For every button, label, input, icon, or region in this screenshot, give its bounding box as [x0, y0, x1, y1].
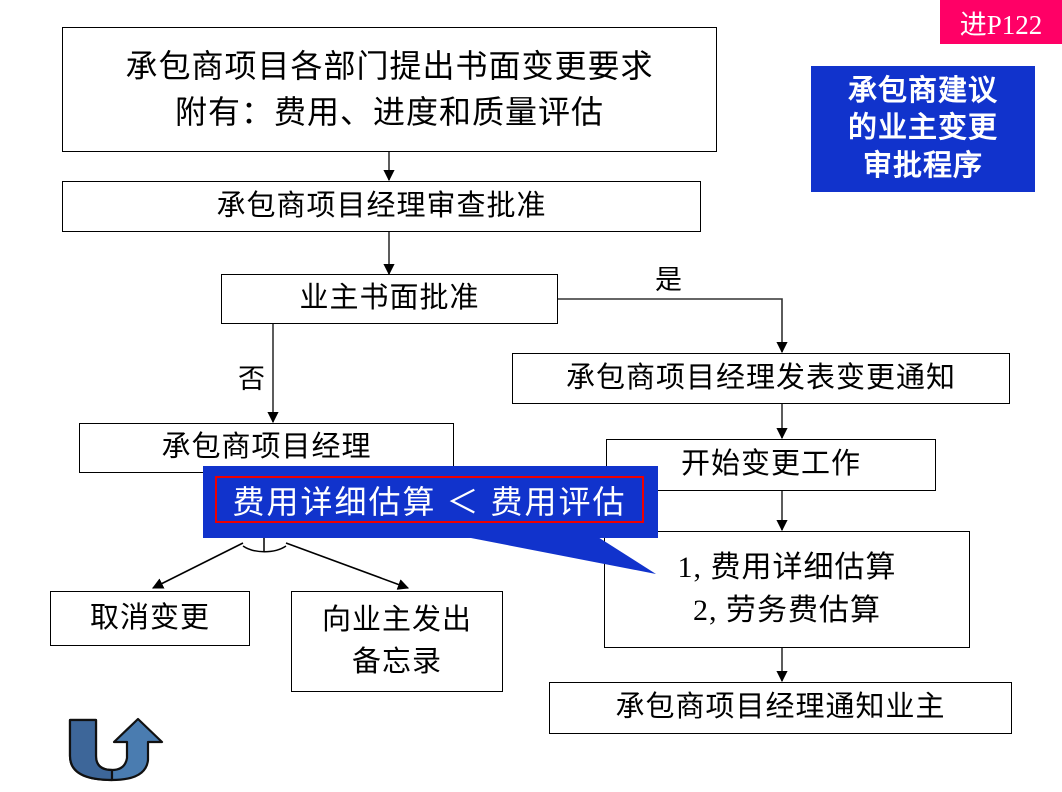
node-estimates-line-2: 2, 劳务费估算 — [693, 593, 881, 627]
node-memo-to-owner-line-1: 向业主发出 — [321, 604, 472, 637]
node-memo-to-owner: 向业主发出 备忘录 — [291, 591, 503, 692]
node-estimates: 1, 费用详细估算 2, 劳务费估算 — [604, 531, 970, 648]
node-contractor-pm: 承包商项目经理 — [79, 423, 454, 473]
edge-label-no: 否 — [238, 364, 265, 394]
u-turn-up-arrow-icon — [68, 717, 164, 782]
edge-label-yes: 是 — [655, 265, 682, 295]
node-estimates-line-1: 1, 费用详细估算 — [677, 550, 897, 584]
node-memo-to-owner-line-2: 备忘录 — [351, 645, 442, 678]
title-line-3: 审批程序 — [862, 149, 983, 182]
connector-approval-yes — [558, 298, 788, 354]
node-pm-review: 承包商项目经理审查批准 — [62, 181, 701, 232]
callout-box: 费用详细估算 ＜ 费用评估 — [203, 466, 658, 538]
page-badge: 进P122 — [940, 0, 1062, 44]
title-line-1: 承包商建议 — [847, 75, 998, 108]
connector-fan-right — [285, 542, 410, 590]
node-cancel-change: 取消变更 — [50, 591, 250, 646]
callout-text: 费用详细估算 ＜ 费用评估 — [215, 476, 644, 523]
title-box: 承包商建议 的业主变更 审批程序 — [811, 66, 1035, 192]
connector-fan-arc — [242, 545, 287, 553]
node-pm-notify-owner-line-1: 承包商项目经理通知业主 — [615, 691, 946, 724]
node-pm-review-line-1: 承包商项目经理审查批准 — [216, 189, 547, 222]
node-cancel-change-line-1: 取消变更 — [89, 601, 210, 634]
node-start-change-work: 开始变更工作 — [606, 439, 936, 491]
title-line-2: 的业主变更 — [847, 112, 998, 145]
node-owner-approval: 业主书面批准 — [221, 274, 558, 324]
node-change-request: 承包商项目各部门提出书面变更要求 附有：费用、进度和质量评估 — [62, 27, 717, 152]
node-pm-issue-notice: 承包商项目经理发表变更通知 — [512, 353, 1010, 404]
node-pm-notify-owner: 承包商项目经理通知业主 — [549, 682, 1012, 734]
node-change-request-line-1: 承包商项目各部门提出书面变更要求 — [125, 48, 654, 85]
connector-fan-left — [151, 542, 244, 589]
node-owner-approval-line-1: 业主书面批准 — [299, 282, 480, 315]
node-contractor-pm-line-1: 承包商项目经理 — [161, 431, 372, 464]
node-pm-issue-notice-line-1: 承包商项目经理发表变更通知 — [565, 361, 956, 394]
node-change-request-line-2: 附有：费用、进度和质量评估 — [174, 93, 604, 130]
node-start-change-work-line-1: 开始变更工作 — [680, 448, 861, 481]
